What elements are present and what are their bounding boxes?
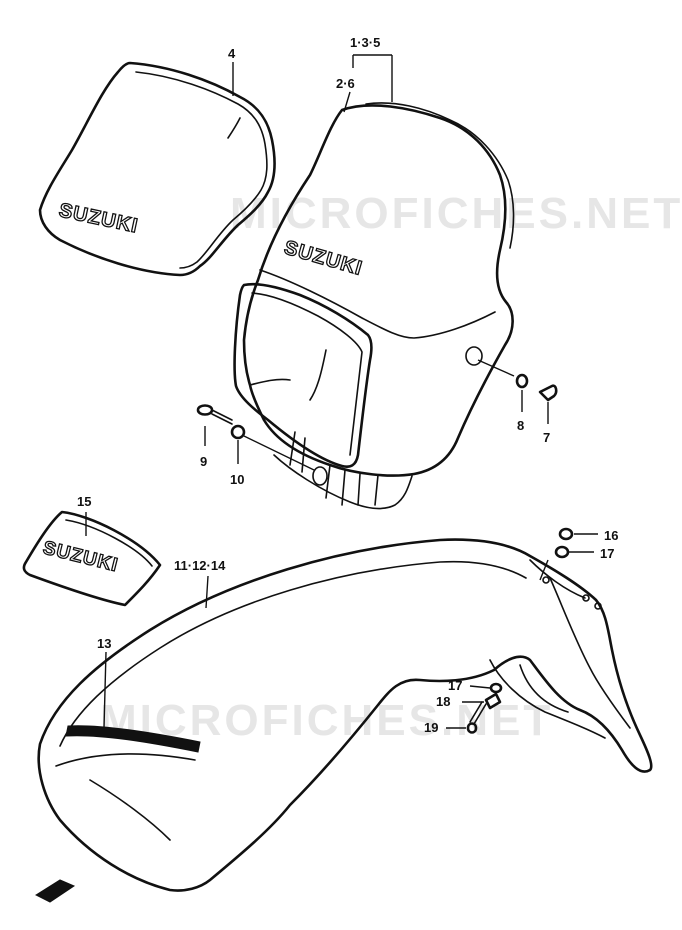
label-9: 9 <box>200 454 207 469</box>
nut-18-icon <box>484 692 502 710</box>
number-plate-part-4: SUZUKI <box>38 61 276 277</box>
label-18: 18 <box>436 694 450 709</box>
label-19: 19 <box>424 720 438 735</box>
label-1-3-5: 1·3·5 <box>350 35 380 50</box>
label-17-lower: 17 <box>448 678 462 693</box>
front-arrow-icon <box>34 879 76 903</box>
washer-17-lower-icon <box>489 682 503 694</box>
screw-7-icon <box>538 384 558 402</box>
label-8: 8 <box>517 418 524 433</box>
grommet-16-icon <box>558 527 574 541</box>
label-10: 10 <box>230 472 244 487</box>
decal-part-15: SUZUKI <box>22 510 162 607</box>
leader-lines <box>85 54 598 729</box>
washer-17-top-icon <box>554 545 570 559</box>
brand-logo-decal: SUZUKI <box>41 537 121 576</box>
front-fender <box>37 538 653 892</box>
headlight-housing: SUZUKI <box>233 102 515 510</box>
brand-logo-plate: SUZUKI <box>57 199 140 237</box>
part-labels: 1·3·5 2·6 4 8 7 9 10 15 11·12·14 16 17 1… <box>77 35 618 735</box>
label-11-12-14: 11·12·14 <box>174 558 226 573</box>
label-15: 15 <box>77 494 91 509</box>
label-17-top: 17 <box>600 546 614 561</box>
label-13: 13 <box>97 636 111 651</box>
label-7: 7 <box>543 430 550 445</box>
label-2-6: 2·6 <box>336 76 355 91</box>
bolt-19-icon <box>466 722 478 734</box>
bolt-9-icon <box>196 404 214 416</box>
watermark-top: MICROFICHES.NET <box>230 189 682 238</box>
label-4: 4 <box>228 46 236 61</box>
label-16: 16 <box>604 528 618 543</box>
brand-logo-headlight: SUZUKI <box>282 237 365 280</box>
washer-8-icon <box>515 373 529 389</box>
hardware <box>34 373 574 903</box>
washer-10-icon <box>230 424 246 440</box>
